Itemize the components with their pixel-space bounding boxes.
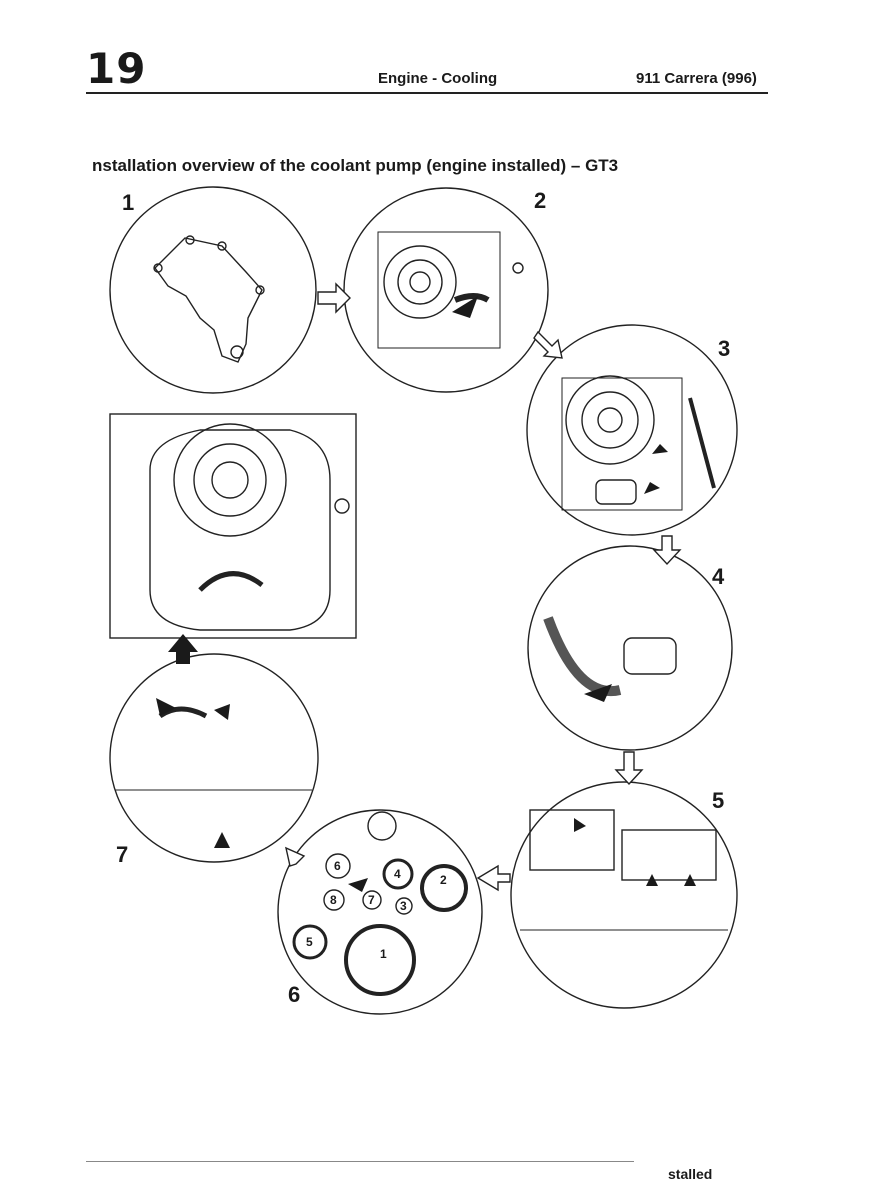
header-rule bbox=[86, 92, 768, 94]
panel-7-circle bbox=[109, 653, 319, 863]
panel-detail-rect bbox=[109, 413, 357, 639]
footer-rule bbox=[86, 1161, 634, 1162]
flow-arrow-2-3 bbox=[533, 330, 563, 359]
step-number-1: 1 bbox=[122, 190, 134, 215]
belt-callout-4: 4 bbox=[394, 867, 401, 881]
belt-callout-5: 5 bbox=[306, 935, 313, 949]
belt-callout-1: 1 bbox=[380, 947, 387, 961]
panel-3-circle bbox=[526, 324, 738, 536]
section-title: Engine - Cooling bbox=[378, 70, 498, 87]
model-title: 911 Carrera (996) bbox=[636, 70, 757, 87]
flow-arrow-1-2 bbox=[317, 282, 351, 314]
belt-callout-7: 7 bbox=[368, 893, 375, 907]
flow-arrow-4-5 bbox=[614, 751, 644, 786]
step-number-4: 4 bbox=[712, 564, 725, 589]
flow-arrow-3-4 bbox=[652, 535, 682, 566]
belt-callout-3: 3 bbox=[400, 899, 407, 913]
chapter-number: 19 bbox=[86, 44, 147, 93]
belt-callout-6: 6 bbox=[334, 859, 341, 873]
gasket-outline bbox=[154, 237, 263, 363]
belt-callout-2: 2 bbox=[440, 873, 447, 887]
flow-arrow-6-7 bbox=[285, 846, 306, 867]
step-number-6: 6 bbox=[288, 982, 300, 1007]
step-number-5: 5 bbox=[712, 788, 724, 813]
step-number-7: 7 bbox=[116, 842, 128, 867]
panel-6-circle bbox=[277, 809, 483, 1015]
step-number-3: 3 bbox=[718, 336, 730, 361]
flow-arrow-5-6 bbox=[476, 864, 511, 892]
panel-4-circle bbox=[527, 545, 733, 751]
step-number-2: 2 bbox=[534, 188, 546, 213]
panel-1-circle bbox=[109, 186, 317, 394]
panel-2-circle bbox=[343, 187, 549, 393]
footer-text: stalled bbox=[668, 1166, 713, 1182]
panel-5-circle bbox=[510, 781, 738, 1009]
figure-heading: nstallation overview of the coolant pump… bbox=[92, 156, 619, 175]
belt-callout-8: 8 bbox=[330, 893, 337, 907]
flow-arrow-7-detail bbox=[168, 634, 198, 664]
